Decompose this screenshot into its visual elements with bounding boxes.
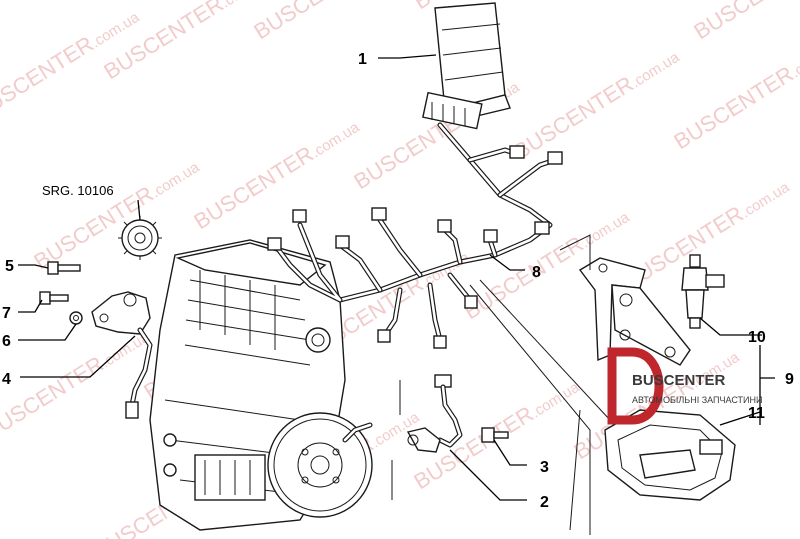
- callout-4: 4: [2, 371, 11, 388]
- part-10-sensor: [681, 254, 725, 329]
- callout-5: 5: [5, 258, 14, 275]
- part-7-bolt: [39, 291, 69, 305]
- callout-6: 6: [2, 333, 11, 350]
- watermark-text: BUSCENTER.com.ua: [189, 113, 363, 235]
- logo-name: BUSCENTER: [632, 372, 726, 389]
- callout-3: 3: [540, 459, 549, 476]
- part-11-cover: [604, 409, 736, 501]
- part-9-bracket: [578, 257, 691, 366]
- part-1-ecu: [422, 2, 511, 130]
- reference-note: SRG. 10106: [42, 183, 114, 198]
- callout-8: 8: [532, 264, 541, 281]
- timing-gear: [118, 216, 162, 260]
- part-3-bolt: [481, 427, 509, 443]
- callout-1: 1: [358, 51, 367, 68]
- part-8-wiring-harness: [267, 122, 563, 349]
- callout-10: 10: [748, 329, 766, 346]
- part-6-washer: [69, 311, 83, 325]
- callout-9: 9: [785, 371, 794, 388]
- logo-emblem: [607, 347, 664, 425]
- engine-block: [149, 239, 346, 531]
- part-5-bolt: [47, 261, 81, 275]
- watermark-text: BUSCENTER.com.ua: [509, 43, 683, 165]
- part-2-rpm-sensor: [342, 374, 463, 453]
- divider-lines: [391, 234, 611, 535]
- watermark-text: BUSCENTER.com.ua: [689, 0, 800, 44]
- watermark-text: BUSCENTER.com.ua: [249, 0, 423, 44]
- callout-2: 2: [540, 494, 549, 511]
- logo-tagline: АВТОМОБІЛЬНІ ЗАПЧАСТИНИ: [632, 395, 762, 405]
- leader-lines: [18, 54, 775, 501]
- buscenter-logo: BUSCENTER АВТОМОБІЛЬНІ ЗАПЧАСТИНИ: [607, 347, 762, 425]
- callout-11: 11: [748, 405, 765, 422]
- watermark-text: BUSCENTER.com.ua: [669, 33, 800, 155]
- part-4-phase-sensor: [91, 291, 153, 419]
- callouts: 1 2 3 4 5 6 7 8 9 10 11 SRG. 10106: [2, 51, 794, 511]
- callout-7: 7: [2, 305, 11, 322]
